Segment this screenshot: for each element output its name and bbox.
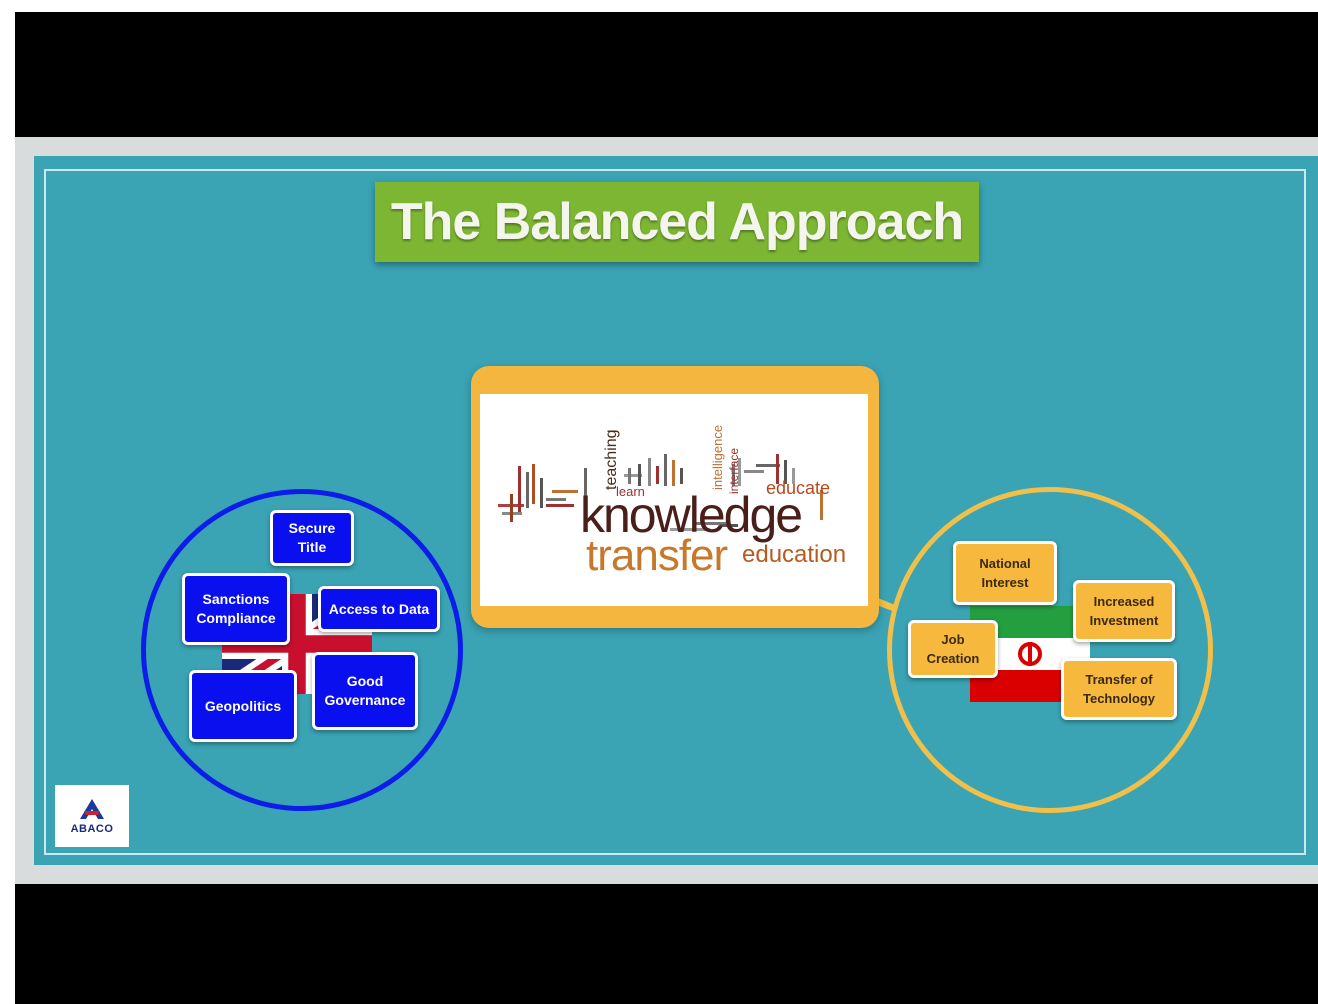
abaco-logo-icon [78,797,106,821]
svg-text:knowledge: knowledge [580,487,801,543]
slide-title: The Balanced Approach [375,182,979,262]
logo-text: ABACO [70,823,114,835]
good-governance-box: Good Governance [312,652,418,730]
word-cloud-image: teaching intelligence interface learn ed… [480,394,868,606]
svg-text:learn: learn [616,484,645,499]
chalk-border [44,169,1306,855]
access-to-data-box: Access to Data [318,586,440,632]
job-creation-box: Job Creation [908,620,998,678]
svg-text:education: education [742,541,846,568]
national-interest-box: National Interest [953,541,1057,605]
svg-text:intelligence: intelligence [710,425,725,490]
svg-text:educate: educate [766,478,830,498]
svg-text:transfer: transfer [586,531,728,580]
increased-investment-box: Increased Investment [1073,580,1175,642]
sanctions-compliance-box: Sanctions Compliance [182,573,290,645]
svg-text:interface: interface [727,448,741,494]
transfer-of-technology-box: Transfer of Technology [1061,658,1177,720]
abaco-logo: ABACO [55,785,129,847]
svg-text:teaching: teaching [603,430,620,491]
secure-title-box: Secure Title [270,510,354,566]
geopolitics-box: Geopolitics [189,670,297,742]
